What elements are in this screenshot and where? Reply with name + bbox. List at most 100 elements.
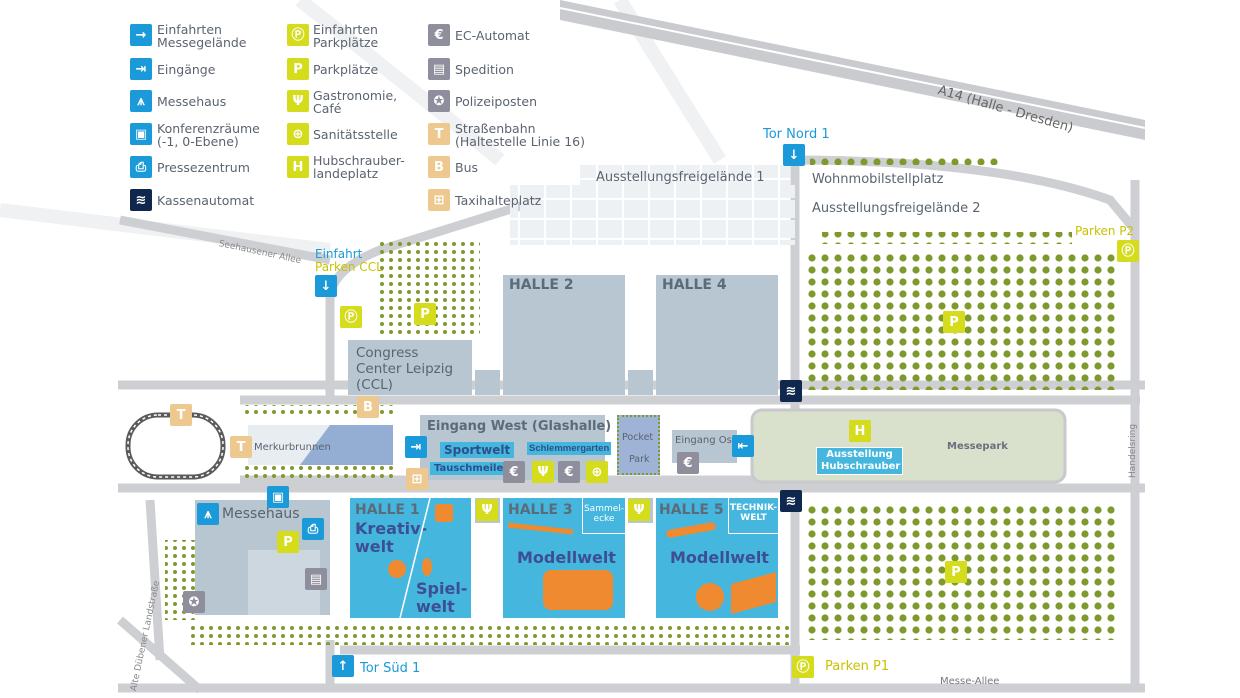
freigelaende1-label: Ausstellungsfreigelände 1 (596, 170, 765, 185)
road-label-messe-allee: Messe-Allee (940, 676, 1000, 687)
messehaus-label: Messehaus (222, 506, 300, 522)
legend-label: Einfahrten Messegelände (157, 22, 247, 50)
conference-icon (267, 486, 289, 508)
food-icon (532, 461, 554, 483)
glashalle-label: Eingang West (Glashalle) (427, 419, 612, 434)
halle-4[interactable]: HALLE 4 (656, 275, 778, 395)
congress-center[interactable]: Congress Center Leipzig (CCL) (348, 340, 472, 395)
eingang-ost-label: Eingang Ost (675, 435, 736, 446)
tor-sued-label: Tor Süd 1 (360, 661, 421, 676)
atm-icon (503, 461, 525, 483)
police-icon (428, 90, 450, 112)
taxi-icon (428, 189, 450, 211)
halle-2[interactable]: HALLE 2 (503, 275, 625, 395)
entrance-icon[interactable] (405, 436, 427, 458)
helicopter-icon (287, 156, 309, 178)
food-icon (476, 499, 498, 521)
bus-icon (428, 156, 450, 178)
legend-label: Straßenbahn (Haltestelle Linie 16) (455, 121, 585, 149)
halle-5[interactable]: HALLE 5 TECHNIK- WELT Modellwelt (656, 498, 778, 618)
merkurbrunnen-label: Merkurbrunnen (254, 442, 331, 453)
legend-label: Kassenautomat (157, 193, 255, 208)
ccl-label: Congress Center Leipzig (CCL) (356, 345, 454, 393)
legend-label: Hubschrauber- landeplatz (313, 153, 405, 181)
legend-label: EC-Automat (455, 28, 530, 43)
atm-icon (428, 24, 450, 46)
arrow-right-icon (130, 24, 152, 46)
parking-icon (945, 561, 967, 583)
legend-label: Eingänge (157, 62, 216, 77)
wohnmobil-label: Wohnmobilstellplatz (812, 172, 944, 187)
tram-icon (428, 123, 450, 145)
parking-icon (277, 531, 299, 553)
modellwelt-3-label: Modellwelt (517, 548, 616, 567)
schlemmergarten-label: Schlemmergarten (527, 442, 612, 455)
parken-p2-label: Parken P2 (1075, 224, 1135, 238)
police-icon (183, 591, 205, 613)
tram-icon (170, 404, 192, 426)
entrance-icon[interactable] (732, 435, 754, 457)
parking-entrance-icon[interactable] (1117, 240, 1139, 262)
freigelaende2-label: Ausstellungsfreigelände 2 (812, 201, 981, 216)
first-aid-icon (287, 123, 309, 145)
legend-label: Taxihalteplatz (455, 193, 542, 208)
legend-label: Gastronomie, Café (313, 88, 398, 116)
press-icon (130, 156, 152, 178)
messehaus-icon (130, 90, 152, 112)
halle-3-label: HALLE 3 (508, 502, 573, 518)
food-icon (628, 499, 650, 521)
tor-nord-label: Tor Nord 1 (763, 127, 830, 142)
sammelecke-label: Sammel- ecke (582, 498, 625, 534)
parking-entrance-icon (340, 306, 362, 328)
legend-label: Konferenzräume (-1, 0-Ebene) (157, 121, 260, 149)
tor-nord-entrance-icon[interactable] (783, 144, 805, 166)
parking-icon (414, 303, 436, 325)
ticket-machine-icon (780, 490, 802, 512)
a14-road (560, 0, 1145, 140)
messepark-area (750, 408, 1067, 484)
einfahrt-ccl-icon[interactable] (315, 275, 337, 297)
tauschmeile-label: Tauschmeile (430, 462, 508, 475)
legend-label: Pressezentrum (157, 160, 250, 175)
helicopter-icon (849, 420, 871, 442)
legend-label: Spedition (455, 62, 514, 77)
parking-entrance-icon[interactable] (792, 656, 814, 678)
forwarding-icon (428, 58, 450, 80)
tor-sued-entrance-icon[interactable] (332, 655, 354, 677)
conference-icon (130, 123, 152, 145)
einfahrt-label: Einfahrt (315, 247, 363, 261)
forwarding-icon (305, 568, 327, 590)
taxi-icon (406, 468, 428, 490)
ticket-machine-icon (130, 189, 152, 211)
first-aid-icon (586, 461, 608, 483)
ticket-machine-icon (780, 380, 802, 402)
atm-icon (558, 461, 580, 483)
atm-icon (677, 452, 699, 474)
entrance-icon (130, 58, 152, 80)
legend-label: Bus (455, 160, 479, 175)
messepark-label: Messepark (947, 441, 1008, 452)
halle-3[interactable]: HALLE 3 Sammel- ecke Modellwelt (503, 498, 625, 618)
legend-label: Parkplätze (313, 62, 379, 77)
parking-entrance-icon (287, 24, 309, 46)
bus-icon (357, 396, 379, 418)
pocket-label: Pocket (622, 432, 654, 443)
pocket-park[interactable]: Pocket Park (617, 415, 660, 475)
food-icon (287, 90, 309, 112)
parking-icon (943, 311, 965, 333)
heli-ausstellung-label: Ausstellung Hubschrauber (816, 447, 903, 475)
parking-icon (287, 58, 309, 80)
modellwelt-5-label: Modellwelt (670, 548, 769, 567)
parken-p1-label: Parken P1 (825, 659, 890, 674)
legend-label: Messehaus (157, 94, 227, 109)
halle-4-label: HALLE 4 (662, 277, 727, 293)
halle-1[interactable]: HALLE 1 Kreativ- welt Spiel- welt (350, 498, 471, 618)
tram-icon (230, 436, 252, 458)
park-label: Park (629, 454, 650, 465)
technikwelt-label: TECHNIK- WELT (728, 498, 778, 534)
legend-label: Einfahrten Parkplätze (313, 22, 379, 50)
sportwelt-label: Sportwelt (440, 442, 515, 458)
halle-5-label: HALLE 5 (659, 502, 724, 518)
legend-label: Polizeiposten (455, 94, 538, 109)
